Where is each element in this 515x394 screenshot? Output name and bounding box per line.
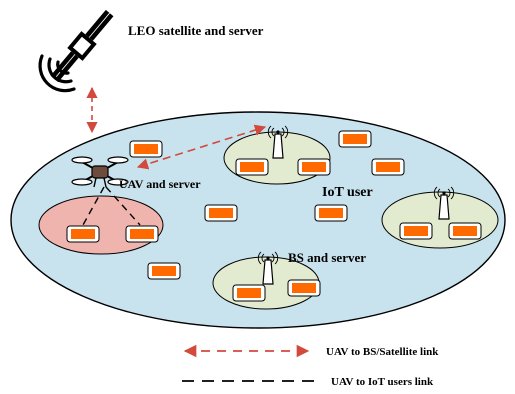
iot-device-icon [235,158,269,176]
uav-iot-link [82,186,105,226]
iot-device-icon [297,158,331,176]
iot-device-icon [399,222,433,240]
iot-device-icon [66,225,100,243]
iot-device-icon [338,130,372,148]
iot-device-icon [448,222,482,240]
iot-device-icon [232,284,266,302]
uav-label: UAV and server [119,177,201,191]
legend-uav-iot-label: UAV to IoT users link [331,376,434,388]
iot-device-icon [314,204,348,222]
bs-label: BS and server [288,250,366,265]
satellite-icon [50,9,114,83]
drone-icon [71,156,129,188]
satellite-label: LEO satellite and server [128,23,264,38]
iot-device-icon [129,140,163,158]
iot-device-icon [204,204,238,222]
iot-user-label: IoT user [322,185,373,200]
iot-device-icon [287,279,321,297]
iot-device-icon [125,225,159,243]
iot-device-icon [147,262,181,280]
uav-bs-link [136,124,267,170]
legend-uav-bs-label: UAV to BS/Satellite link [326,346,439,358]
uav-zone [38,195,164,255]
legend: UAV to BS/Satellite link UAV to IoT user… [182,344,439,388]
uav-iot-link [105,186,141,226]
iot-device-icon [371,158,405,176]
signal-waves-icon [38,54,76,93]
